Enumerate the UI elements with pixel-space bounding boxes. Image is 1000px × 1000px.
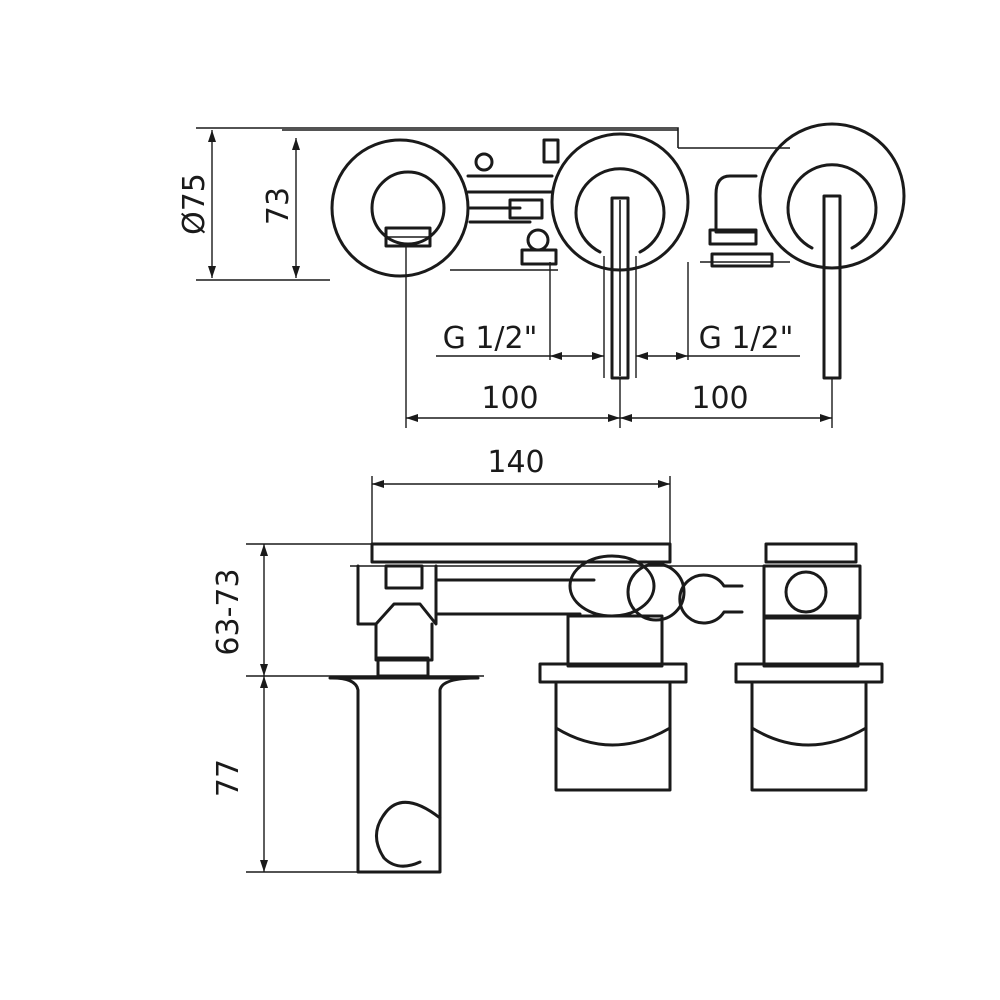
front-dimensions: Ø75 73 G 1/2" G 1/2" 100 100 [177,130,833,428]
side-loop [678,573,744,625]
dim-holder-arrow-top [260,676,268,688]
middle-handle-curve [554,726,672,747]
connector-knob-low [526,228,550,252]
dim-spacing-arrow-1 [406,414,418,422]
elbow-base [710,252,774,268]
right-handle [750,682,868,792]
middle-handle [554,682,672,792]
dim-spacing-arrow-3 [620,414,632,422]
top-dimensions: 140 63-73 77 [211,445,671,873]
dim-width-arrow-right [658,480,670,488]
dim-width-arrow-left [372,480,384,488]
right-handle-hub [786,163,878,250]
label-spacing-right: 100 [691,381,748,416]
middle-cartridge [566,614,664,668]
connector-base [520,248,558,266]
middle-handle-hub [574,167,666,254]
label-width-plate: 140 [487,445,544,480]
shower-holder-plate [328,676,480,874]
left-block-cap [384,564,424,590]
middle-handle-lever [610,196,630,380]
dim-holder-arrow-bottom [260,860,268,872]
elbow-nut [708,228,758,246]
right-valve-port [784,570,828,614]
label-depth-range: 63-73 [211,568,246,655]
connector-pipe-upper [466,174,554,194]
connector-valve-body [508,198,544,220]
dim-height-top-arrow-bottom [292,266,300,278]
dim-thread-right-arrow-a [636,352,648,360]
label-height-top: 73 [261,187,296,225]
right-flange [734,662,884,684]
dim-height-top-arrow-top [292,138,300,150]
left-to-middle-pipe [434,578,596,616]
right-valve-body [762,564,862,620]
connector-pipe-lower [468,206,532,224]
label-holder-height: 77 [211,759,246,797]
label-spacing-left: 100 [481,381,538,416]
dim-thread-left-arrow-b [592,352,604,360]
connector-knob-top [474,152,494,172]
dim-spacing-arrow-2 [608,414,620,422]
left-block-neck [374,622,434,662]
connector-valve-top [542,138,560,164]
label-thread-right: G 1/2" [699,321,794,356]
dim-spacing-arrow-4 [820,414,832,422]
right-rosette [758,122,906,270]
left-rosette [330,138,470,278]
dim-depth-arrow-bottom [260,664,268,676]
middle-valve-cap [568,554,656,618]
right-cartridge [762,614,860,668]
dim-depth-arrow-top [260,544,268,556]
mounting-plate [370,542,672,564]
top-view [328,542,884,874]
middle-flange [538,662,688,684]
front-view [196,122,906,380]
dim-thread-right-arrow-b [676,352,688,360]
front-back-plate [196,127,790,281]
dim-diameter-arrow-bottom [208,266,216,278]
dim-thread-left-arrow-a [550,352,562,360]
shower-holder-hook [375,800,442,868]
label-diameter: Ø75 [177,173,212,235]
dim-diameter-arrow-top [208,130,216,142]
right-handle-lever [822,194,842,380]
elbow-fitting [714,174,758,234]
left-block-body [356,564,438,626]
left-outlet-nut [384,226,432,248]
right-valve-cap [764,542,858,564]
middle-side-cap [626,562,686,622]
right-handle-curve [750,726,868,747]
label-thread-left: G 1/2" [443,321,538,356]
left-outlet-ring [370,170,446,246]
